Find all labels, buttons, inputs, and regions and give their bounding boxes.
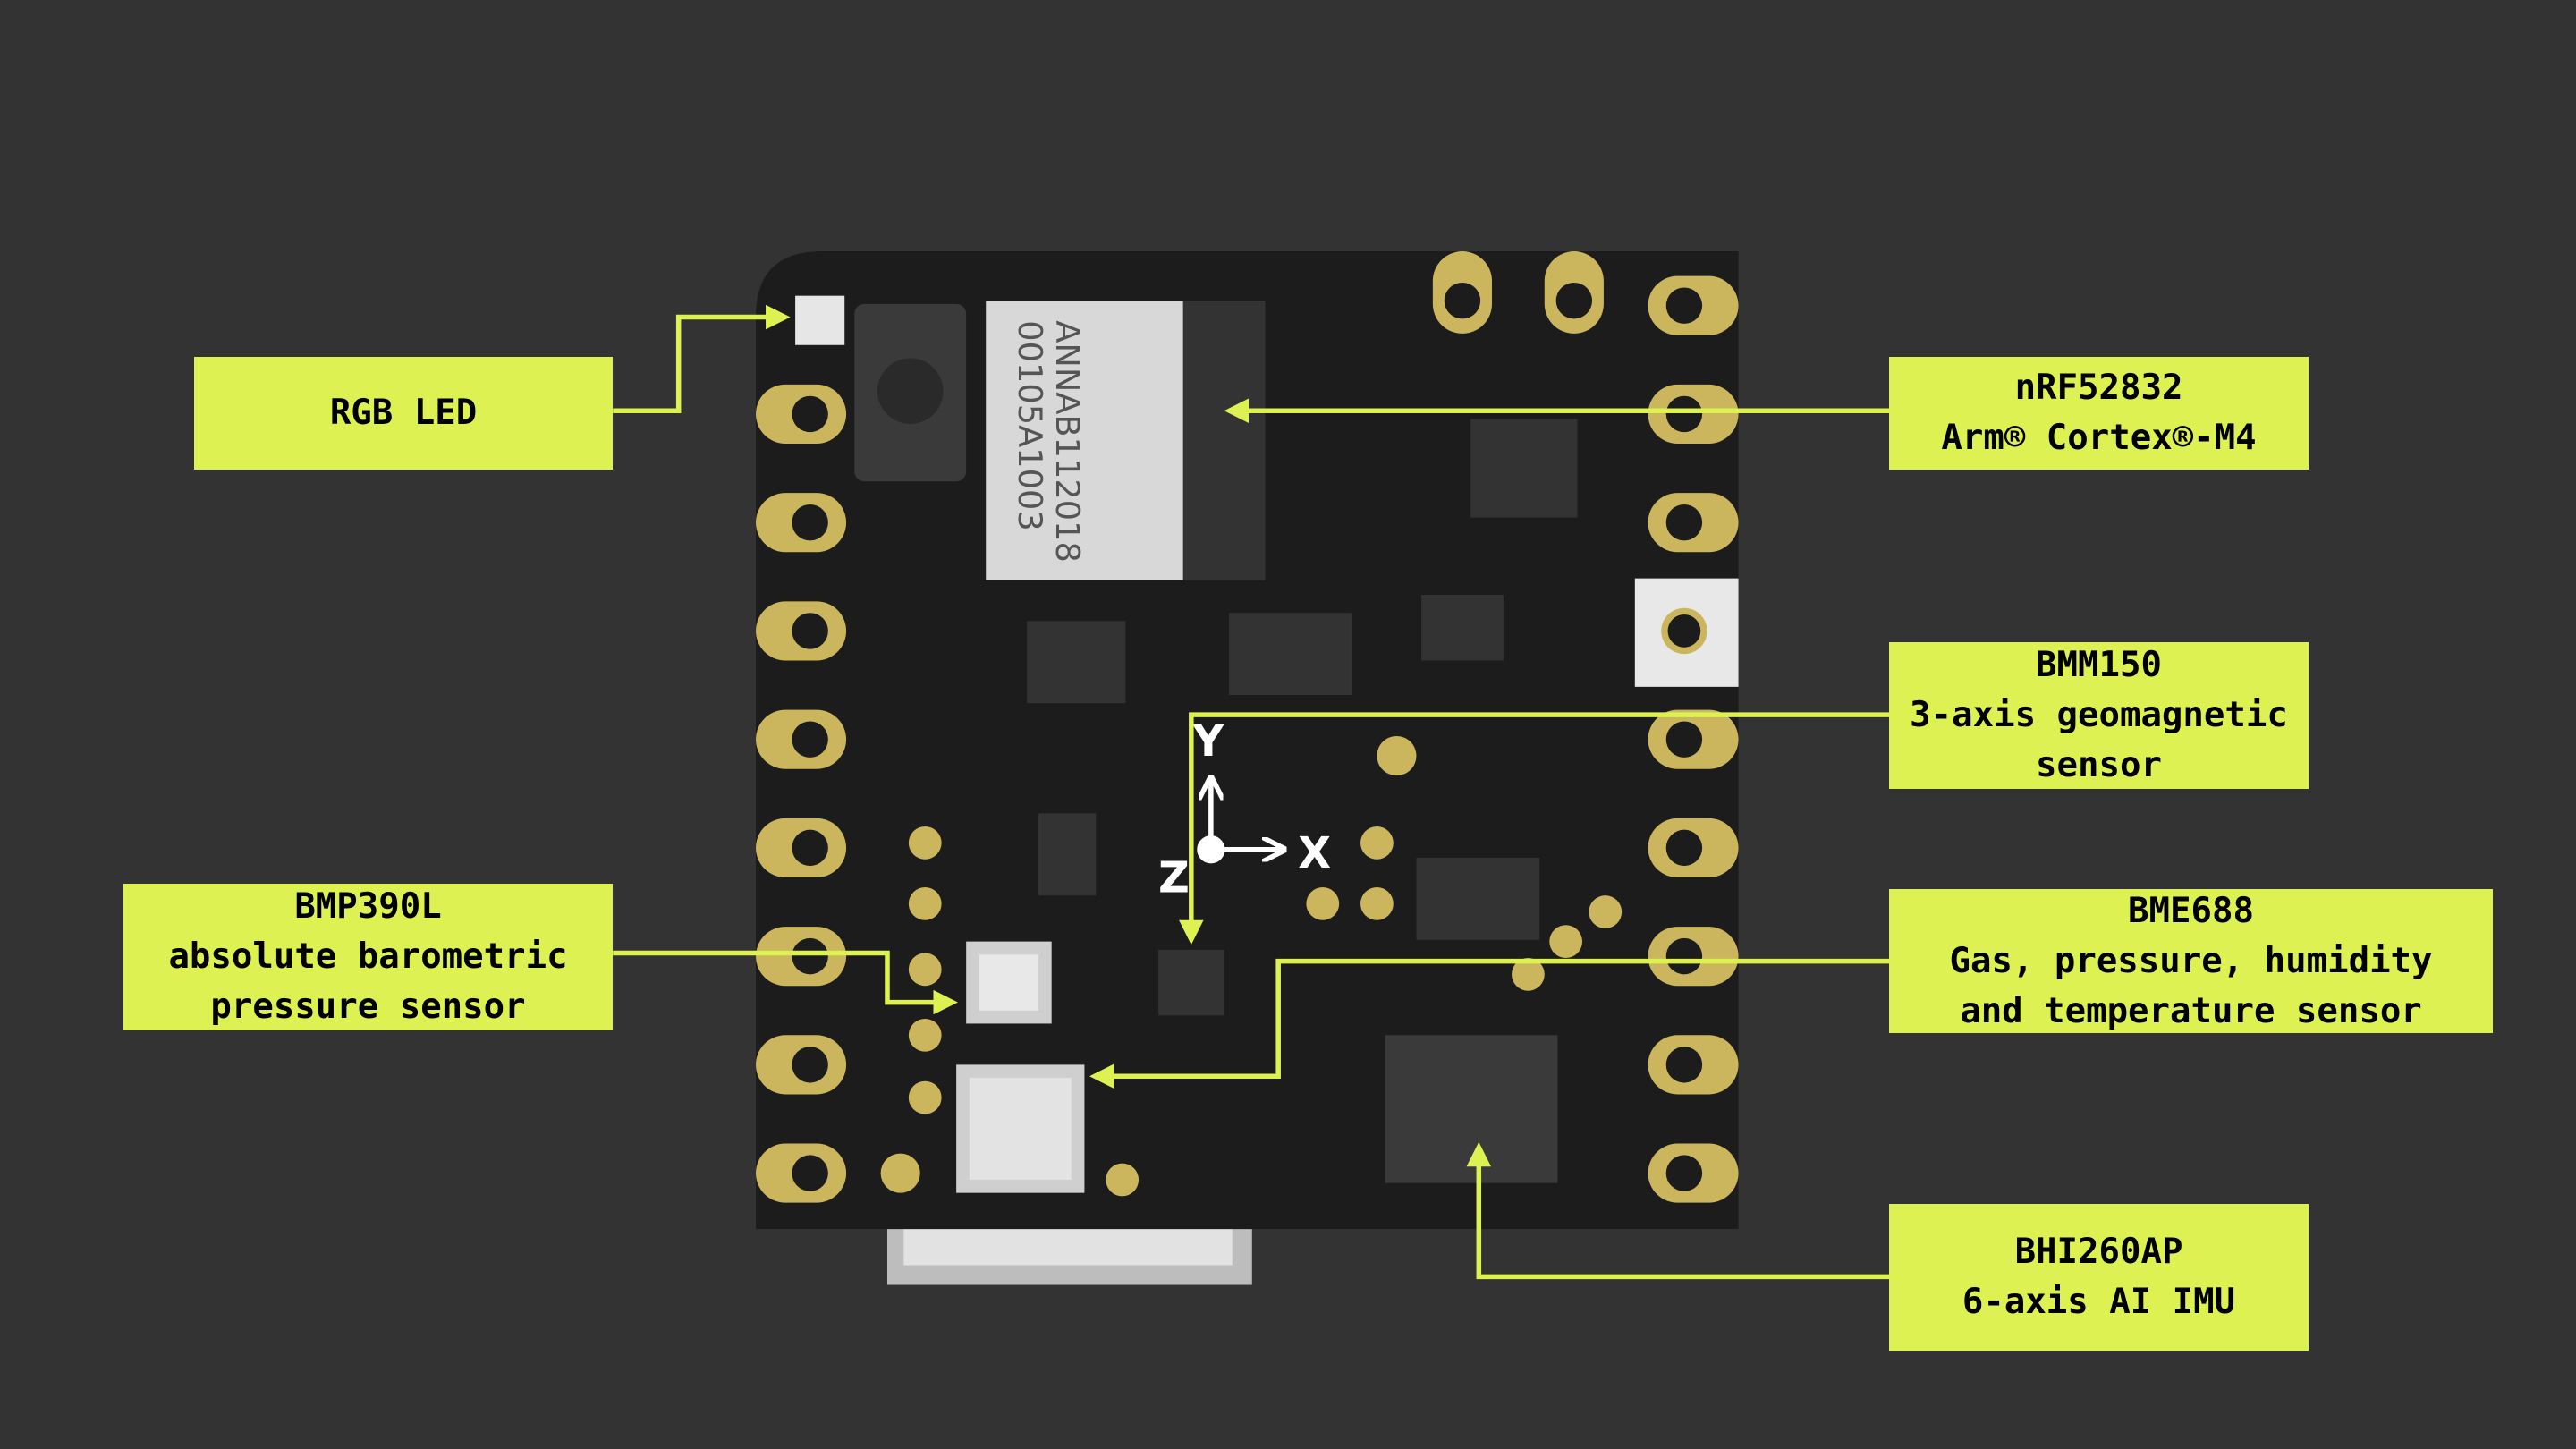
label-line: RGB LED [329, 393, 478, 433]
label-rgb-led: RGB LED [194, 357, 613, 470]
label-line: Gas, pressure, humidity [1949, 940, 2433, 981]
label-nrf52832: nRF52832 Arm® Cortex®-M4 [1889, 357, 2309, 470]
axis-y-label: Y [1192, 717, 1225, 767]
bhi260ap-chip [1385, 1035, 1558, 1183]
label-bme688: BME688 Gas, pressure, humidity and tempe… [1889, 889, 2493, 1033]
chip [1421, 594, 1504, 661]
label-bhi260ap: BHI260AP 6-axis AI IMU [1889, 1204, 2309, 1351]
label-line: absolute barometric [168, 936, 568, 977]
axis-x-label: X [1298, 829, 1331, 878]
bmp-connector [613, 950, 958, 1015]
chip [1416, 857, 1540, 940]
label-line: and temperature sensor [1960, 990, 2422, 1031]
rgb-led [795, 295, 845, 345]
axis-indicator [1197, 781, 1282, 864]
chip [1027, 621, 1126, 704]
bmm150-chip [1158, 949, 1224, 1016]
module-marking: 00105A1003 [1011, 320, 1049, 530]
bmm-connector [1179, 712, 1890, 945]
module-marking: ANNAB112018 [1048, 320, 1087, 563]
chip [1229, 613, 1352, 696]
label-line: BHI260AP [2014, 1232, 2183, 1272]
chip [1470, 419, 1578, 518]
label-line: nRF52832 [2014, 368, 2183, 408]
label-line: BMP390L [294, 886, 442, 927]
label-line: Arm® Cortex®-M4 [1941, 418, 2257, 458]
rgb-led-connector [613, 304, 791, 414]
axis-z-label: Z [1158, 853, 1190, 902]
bme-connector [1089, 958, 1890, 1089]
label-line: BME688 [2128, 890, 2254, 931]
label-bmp390l: BMP390L absolute barometric pressure sen… [123, 884, 613, 1030]
test-points [880, 735, 1623, 1197]
label-line: pressure sensor [210, 987, 526, 1027]
label-bmm150: BMM150 3-axis geomagnetic sensor [1889, 642, 2309, 789]
label-line: 6-axis AI IMU [1962, 1282, 2236, 1322]
label-line: sensor [2036, 745, 2162, 785]
label-line: BMM150 [2036, 645, 2162, 685]
label-line: 3-axis geomagnetic [1910, 695, 2288, 735]
chip [1038, 813, 1097, 896]
bhi-connector [1466, 1141, 1890, 1280]
